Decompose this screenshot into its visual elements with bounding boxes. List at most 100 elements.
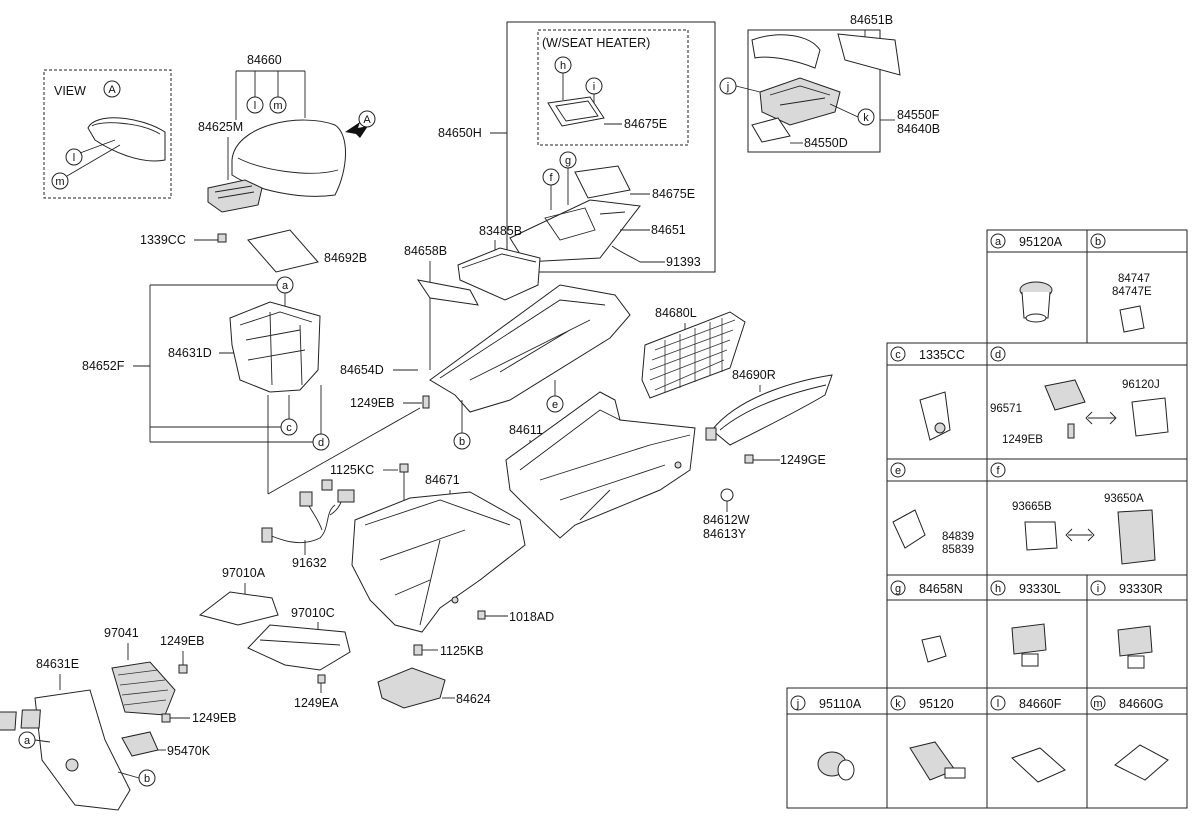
legend-f-icon-b — [1117, 509, 1156, 565]
view-a-inset: VIEW A l m — [43, 69, 172, 199]
label-84631D: 84631D — [168, 346, 212, 360]
panel-84680L — [641, 311, 746, 399]
label-1339CC: 1339CC — [140, 233, 186, 247]
label-84550D: 84550D — [804, 136, 848, 150]
callout-b-top: b — [459, 436, 465, 448]
callout-j: j — [726, 81, 729, 93]
callout-l-view: l — [73, 152, 75, 164]
callout-m: m — [273, 100, 282, 112]
tray-84651 — [509, 199, 641, 263]
callout-k: k — [863, 112, 869, 124]
callout-f: f — [549, 172, 553, 184]
side-panels: 84680L 84690R 1249GE — [641, 306, 833, 467]
label-1249GE: 1249GE — [780, 453, 826, 467]
label-84613Y: 84613Y — [703, 527, 747, 541]
legend-d-icon-a — [1044, 379, 1086, 411]
legend-f-letter: f — [996, 465, 1000, 477]
callout-m-view: m — [55, 176, 64, 188]
label-84651: 84651 — [651, 223, 686, 237]
panel-84690R — [711, 374, 833, 446]
armrest-group: 84660 l m 84625M A 1339CC 84692B — [140, 53, 376, 273]
rear-panel-group: 97041 1249EB 1249EB 84631E a b 95470K — [0, 626, 236, 811]
legend-i-letter: i — [1097, 583, 1099, 595]
legend-f-part-2: 93650A — [1104, 493, 1144, 505]
label-1249EA: 1249EA — [294, 696, 339, 710]
label-1249EB-c: 1249EB — [192, 711, 236, 725]
legend-e-part-2: 85839 — [942, 544, 974, 556]
bracket-84658B — [416, 279, 479, 306]
upper-console-84654D: 84654D e b 1249EB — [340, 284, 631, 450]
legend-d-part-2: 96120J — [1122, 379, 1160, 391]
lower-console-shape — [351, 491, 526, 633]
legend-i-icon — [1117, 625, 1153, 657]
legend-g-part: 84658N — [919, 582, 963, 596]
main-console-84611: 84611 84612W 84613Y — [505, 391, 750, 541]
cover-84651B — [837, 33, 901, 76]
label-95470K: 95470K — [167, 744, 211, 758]
legend-d-letter: d — [995, 349, 1001, 361]
legend-l-letter: l — [997, 698, 999, 710]
legend-i-part: 93330R — [1119, 582, 1163, 596]
label-1249EB-b: 1249EB — [160, 634, 204, 648]
label-84651B: 84651B — [850, 13, 893, 27]
rear-panel-84631E — [34, 689, 131, 811]
view-letter: A — [108, 84, 116, 96]
label-84550F: 84550F — [897, 108, 940, 122]
label-84690R: 84690R — [732, 368, 776, 382]
upper-right-group: 84651B j k 84550D 84550F 84640B — [719, 13, 940, 153]
upper-console-shape — [429, 284, 631, 413]
label-84612W: 84612W — [703, 513, 750, 527]
label-97041: 97041 — [104, 626, 139, 640]
legend-f-part-1: 93665B — [1012, 501, 1052, 513]
legend-d-icon-b — [1131, 397, 1169, 437]
arrow-letter: A — [363, 114, 371, 126]
legend-b-letter: b — [1095, 236, 1101, 248]
label-1249EB-a: 1249EB — [350, 396, 394, 410]
label-91632: 91632 — [292, 556, 327, 570]
armrest-view-shape — [87, 117, 166, 162]
label-84611: 84611 — [509, 423, 543, 437]
legend-l-icon — [1011, 747, 1066, 783]
callout-b-bottom: b — [144, 773, 150, 785]
armrest-lid — [231, 119, 346, 197]
legend-a-part: 95120A — [1019, 235, 1063, 249]
legend-b-icon — [1119, 305, 1145, 333]
legend-j-letter: j — [796, 698, 799, 710]
callout-h: h — [560, 60, 566, 72]
legend-g-icon — [921, 635, 947, 663]
legend-e-part-1: 84839 — [942, 531, 974, 543]
label-84631E: 84631E — [36, 657, 79, 671]
legend-b-part-2: 84747E — [1112, 286, 1152, 298]
bezel-84675E — [574, 165, 631, 199]
legend-d-part-3: 1249EB — [1002, 434, 1043, 446]
cap-84612W — [720, 488, 734, 502]
legend-h-letter: h — [995, 583, 1001, 595]
legend-m-part: 84660G — [1119, 697, 1163, 711]
legend-b-part-1: 84747 — [1118, 273, 1150, 285]
label-84640B: 84640B — [897, 122, 940, 136]
label-84654D: 84654D — [340, 363, 384, 377]
upper-console-parts: 83485B 84658B — [404, 224, 541, 370]
duct-97010A — [198, 591, 279, 626]
legend-f-icon-a — [1024, 521, 1058, 551]
bracket-84624 — [377, 667, 446, 709]
label-84660: 84660 — [247, 53, 282, 67]
label-84675E-b: 84675E — [652, 187, 695, 201]
legend-l-part: 84660F — [1019, 697, 1062, 711]
console-box-84631D — [229, 301, 321, 393]
callout-a-top: a — [282, 280, 289, 292]
heater-switch-panel — [547, 96, 605, 127]
callout-i: i — [593, 81, 595, 93]
callout-g: g — [565, 155, 571, 167]
label-84658B: 84658B — [404, 244, 447, 258]
legend-e-letter: e — [895, 465, 901, 477]
label-84650H: 84650H — [438, 126, 482, 140]
label-84671: 84671 — [425, 473, 460, 487]
callout-e: e — [552, 399, 558, 411]
label-84652F: 84652F — [82, 359, 125, 373]
legend-g-letter: g — [895, 583, 901, 595]
duct-97010C — [247, 624, 351, 671]
label-84625M: 84625M — [198, 120, 243, 134]
callout-a-bottom: a — [24, 735, 31, 747]
